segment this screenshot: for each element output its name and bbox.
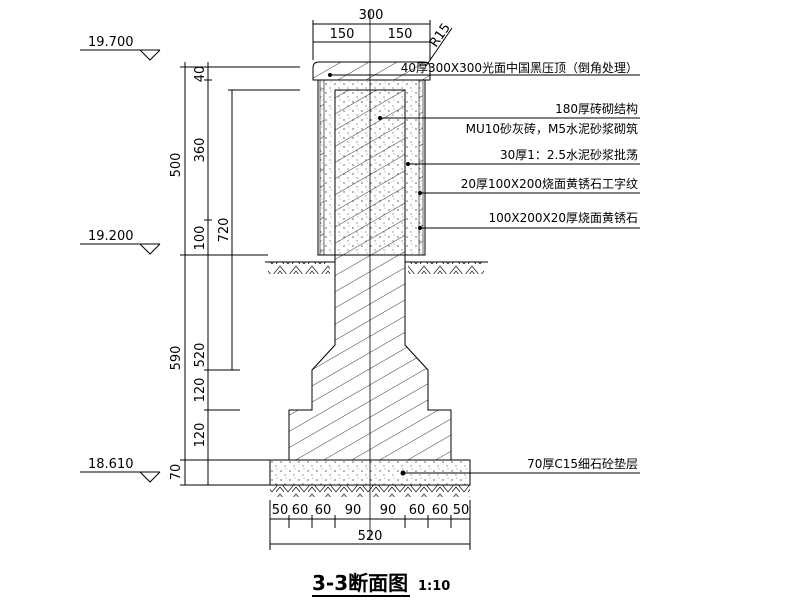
top-dimensions: 300 150 150 R15 <box>312 8 454 67</box>
svg-text:1:10: 1:10 <box>418 579 450 594</box>
svg-text:60: 60 <box>292 503 309 518</box>
svg-text:100X200X20厚烧面黄锈石: 100X200X20厚烧面黄锈石 <box>488 211 638 225</box>
svg-text:70: 70 <box>169 464 184 481</box>
elevation-marker: 19.200 <box>80 229 161 255</box>
elevation-marker: 18.610 <box>80 457 161 483</box>
svg-text:18.610: 18.610 <box>88 457 134 472</box>
bottom-dimensions: 50 60 60 90 90 60 60 50 520 <box>269 500 471 550</box>
svg-text:50: 50 <box>453 503 470 518</box>
svg-text:60: 60 <box>315 503 332 518</box>
svg-text:19.700: 19.700 <box>88 35 134 50</box>
svg-text:120: 120 <box>193 378 208 403</box>
svg-text:300: 300 <box>359 8 384 23</box>
svg-text:500: 500 <box>169 153 184 178</box>
svg-text:40厚300X300光面中国黑压顶（倒角处理）: 40厚300X300光面中国黑压顶（倒角处理） <box>401 60 638 75</box>
svg-text:90: 90 <box>380 503 397 518</box>
svg-text:60: 60 <box>432 503 449 518</box>
svg-text:30厚1：2.5水泥砂浆批荡: 30厚1：2.5水泥砂浆批荡 <box>500 147 638 162</box>
svg-text:120: 120 <box>193 423 208 448</box>
left-dimensions: 500 590 70 40 360 100 520 120 120 720 <box>169 62 300 486</box>
svg-text:720: 720 <box>217 218 232 243</box>
svg-text:360: 360 <box>193 138 208 163</box>
svg-text:60: 60 <box>409 503 426 518</box>
svg-text:R15: R15 <box>427 21 454 51</box>
elevation-marker: 19.700 <box>80 35 161 61</box>
drawing-title: 3-3断面图 1:10 <box>312 571 450 597</box>
svg-text:180厚砖砌结构: 180厚砖砌结构 <box>555 101 638 116</box>
svg-text:20厚100X200烧面黄锈石工字纹: 20厚100X200烧面黄锈石工字纹 <box>461 176 638 191</box>
svg-text:3-3断面图: 3-3断面图 <box>312 571 408 595</box>
svg-text:150: 150 <box>388 27 413 42</box>
svg-text:MU10砂灰砖，M5水泥砂浆砌筑: MU10砂灰砖，M5水泥砂浆砌筑 <box>466 121 638 136</box>
svg-text:40: 40 <box>193 66 208 83</box>
annotations: 40厚300X300光面中国黑压顶（倒角处理） 180厚砖砌结构 MU10砂灰砖… <box>328 60 640 476</box>
svg-text:19.200: 19.200 <box>88 229 134 244</box>
svg-text:150: 150 <box>330 27 355 42</box>
svg-text:90: 90 <box>345 503 362 518</box>
svg-text:100: 100 <box>193 226 208 251</box>
pillar-section <box>269 10 471 540</box>
svg-text:520: 520 <box>358 529 383 544</box>
svg-text:520: 520 <box>193 343 208 368</box>
svg-text:590: 590 <box>169 346 184 371</box>
svg-text:70厚C15细石砼垫层: 70厚C15细石砼垫层 <box>527 456 638 471</box>
svg-text:50: 50 <box>272 503 289 518</box>
